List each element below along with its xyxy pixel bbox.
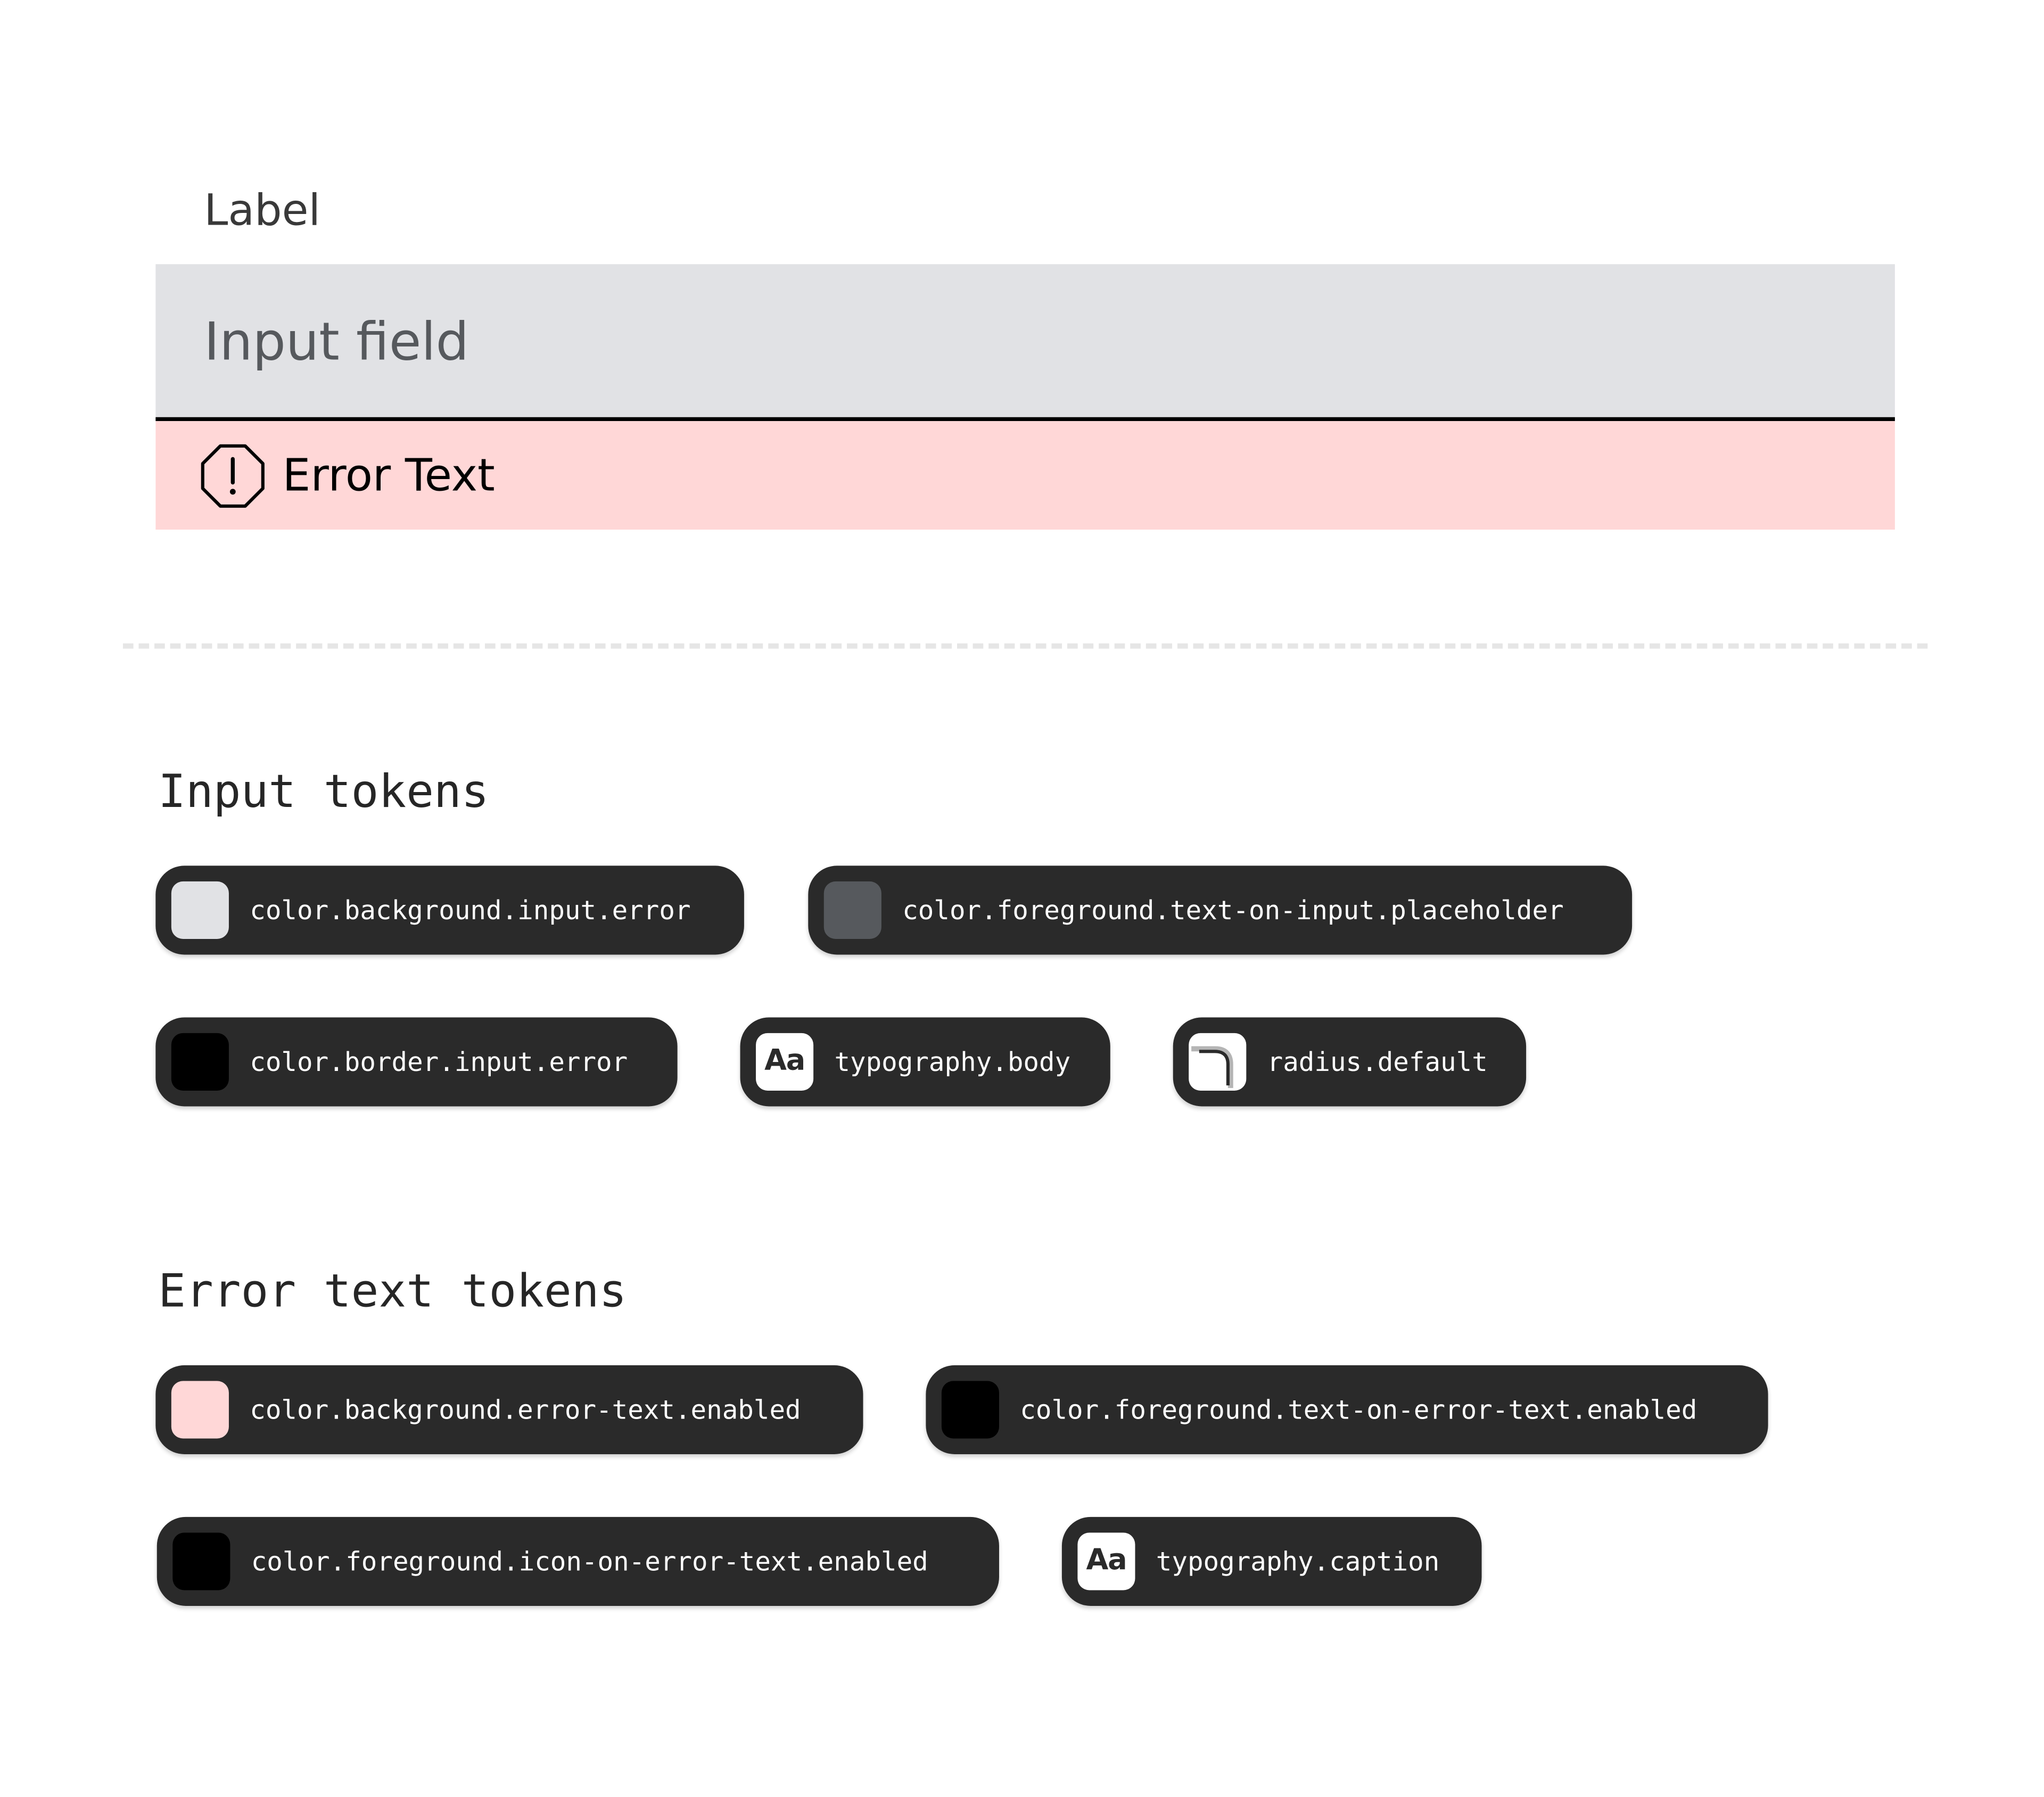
token-pill: color.foreground.text-on-input.placehold… (808, 865, 1633, 955)
error-text: Error Text (282, 450, 495, 502)
typography-icon: Aa (756, 1033, 814, 1091)
color-swatch (171, 1381, 229, 1439)
token-name: color.background.input.error (250, 894, 691, 926)
color-swatch (171, 881, 229, 939)
token-pill: radius.default (1173, 1017, 1527, 1107)
color-swatch (172, 1532, 230, 1590)
section-divider (122, 643, 1928, 649)
token-name: color.foreground.icon-on-error-text.enab… (251, 1545, 928, 1577)
color-swatch (171, 1033, 229, 1091)
token-name: typography.caption (1156, 1545, 1440, 1577)
token-pill: color.background.input.error (155, 865, 744, 955)
token-pill: color.background.error-text.enabled (155, 1365, 863, 1454)
warning-octagon-icon (201, 444, 265, 508)
token-pill: color.border.input.error (155, 1017, 678, 1107)
error-message: Error Text (155, 421, 1895, 530)
input-tokens-title: Input tokens (158, 766, 489, 819)
token-pill: Aa typography.caption (1061, 1516, 1482, 1606)
token-pill: Aa typography.body (740, 1017, 1110, 1107)
token-name: color.background.error-text.enabled (250, 1394, 801, 1425)
color-swatch (823, 881, 881, 939)
token-pill: color.foreground.text-on-error-text.enab… (926, 1365, 1768, 1454)
input-field[interactable]: Input field (155, 264, 1895, 422)
error-text-tokens-title: Error text tokens (158, 1266, 627, 1318)
input-placeholder: Input field (204, 312, 469, 373)
token-name: color.foreground.text-on-input.placehold… (902, 894, 1564, 926)
corner-radius-icon (1189, 1033, 1247, 1091)
color-swatch (941, 1381, 999, 1439)
typography-icon: Aa (1077, 1532, 1135, 1590)
token-name: radius.default (1267, 1046, 1488, 1078)
token-name: typography.body (834, 1046, 1071, 1078)
field-label: Label (204, 184, 320, 236)
token-pill: color.foreground.icon-on-error-text.enab… (156, 1516, 999, 1606)
token-name: color.border.input.error (250, 1046, 628, 1078)
token-name: color.foreground.text-on-error-text.enab… (1020, 1394, 1697, 1425)
